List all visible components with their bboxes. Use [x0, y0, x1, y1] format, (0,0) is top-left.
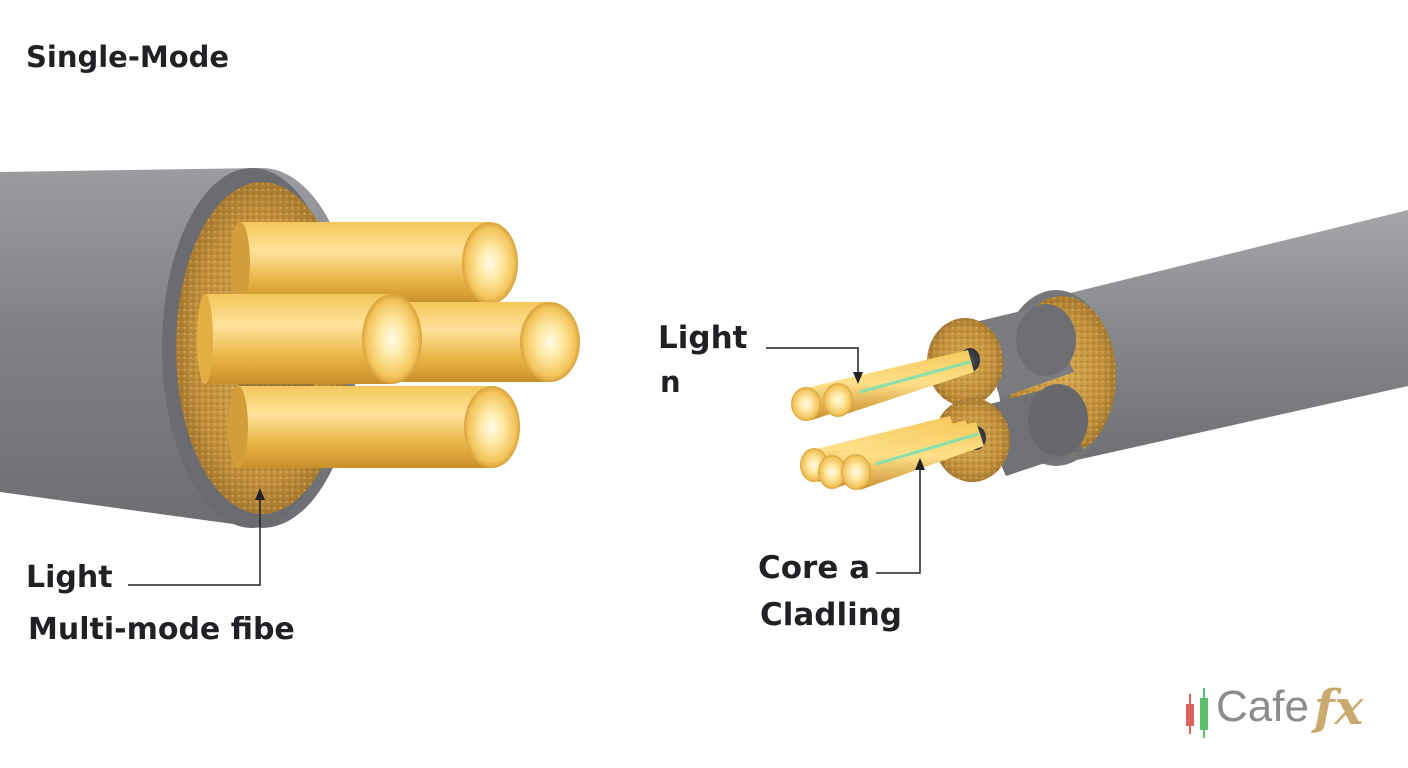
label-multimode-fiber: Multi-mode fibe [28, 612, 295, 647]
leader-line-core [876, 468, 920, 573]
logo-text: Cafe [1216, 682, 1309, 732]
fiber-rod-end [520, 302, 580, 382]
fiber-rod-end [462, 222, 518, 304]
fiber-rod [230, 222, 518, 304]
fiber-rod-end [464, 386, 520, 468]
label-light-right-line2: n [660, 365, 681, 399]
singlemode-cable [766, 210, 1408, 573]
multimode-cable [0, 168, 580, 585]
fiber-rod [228, 386, 520, 468]
label-cladding: Cladling [760, 597, 902, 633]
label-light-left: Light [26, 560, 113, 595]
fiber-rod [197, 294, 422, 384]
cafefx-logo: Cafe fx [1182, 680, 1392, 750]
logo-accent: fx [1314, 680, 1363, 736]
label-light-right: Light [658, 320, 747, 356]
leader-line-light [766, 348, 858, 374]
fiber-rod-end [362, 294, 422, 384]
right-cable-jacket [1058, 210, 1408, 462]
diagram-title: Single-Mode [26, 40, 229, 74]
candlestick-icon [1182, 684, 1216, 744]
label-core: Core a [758, 550, 870, 586]
